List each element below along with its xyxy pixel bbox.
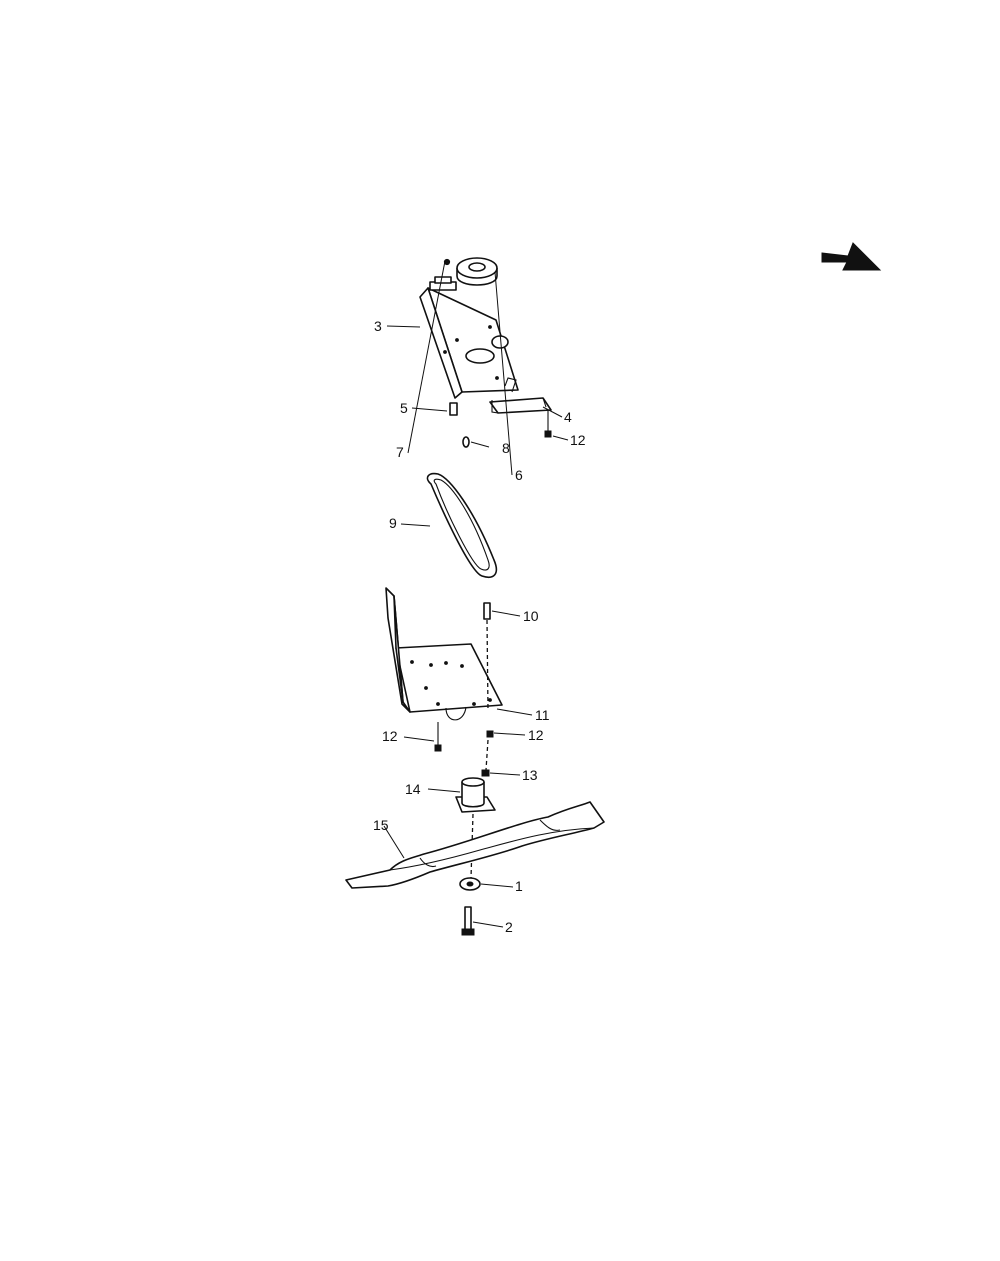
label-12-lower-right: 12 [528,727,544,743]
label-8: 8 [502,440,510,456]
label-6: 6 [515,467,523,483]
part-13-nut [481,739,490,777]
part-14-blade-adapter [455,777,496,879]
part-10-stud [483,602,491,711]
label-14: 14 [405,781,421,797]
label-12-upper: 12 [570,432,586,448]
part-12-bolt-upper [544,410,552,438]
label-4: 4 [564,409,572,425]
label-1: 1 [515,878,523,894]
label-15: 15 [373,817,389,833]
part-6-pulley [456,257,498,286]
part-1-washer [459,877,481,891]
part-5-bolt [449,402,458,416]
direction-arrow-icon [821,242,882,271]
label-12-lower-left: 12 [382,728,398,744]
label-3: 3 [374,318,382,334]
label-2: 2 [505,919,513,935]
part-12-bolt-lower-right [486,730,494,738]
part-8-key [462,436,470,448]
part-9-belt [426,472,498,578]
label-9: 9 [389,515,397,531]
label-11: 11 [535,707,550,723]
part-number-labels: 1 2 3 4 5 6 7 8 9 10 11 12 12 12 13 14 1… [373,318,586,935]
label-13: 13 [522,767,538,783]
part-3-cover-plate [419,276,519,399]
part-12-bolt-lower-left [434,722,442,752]
label-5: 5 [400,400,408,416]
part-11-deck-shield [385,587,503,721]
label-10: 10 [523,608,539,624]
label-7: 7 [396,444,404,460]
part-2-bolt [461,906,475,936]
leader-lines [383,260,569,928]
part-15-blade [345,801,605,889]
part-4-bracket [489,397,552,414]
